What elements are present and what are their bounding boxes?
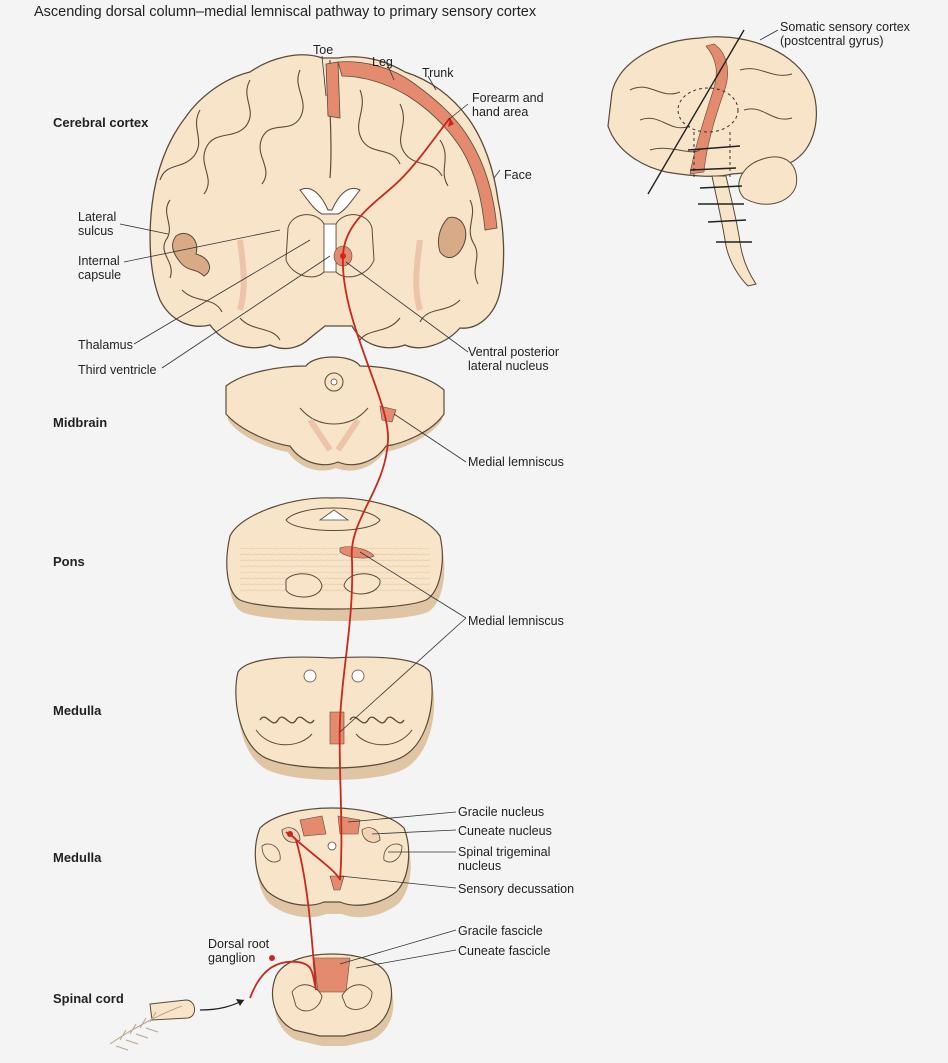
- label-internal-capsule: Internal capsule: [78, 254, 122, 282]
- second-order-fiber: [289, 255, 389, 881]
- label-cuneate-nucleus: Cuneate nucleus: [458, 824, 552, 838]
- label-cuneate-fascicle: Cuneate fascicle: [458, 944, 551, 958]
- label-spinal-trigeminal: Spinal trigeminal nucleus: [458, 845, 551, 873]
- label-gracile-nucleus: Gracile nucleus: [458, 805, 545, 819]
- left-gyri: [159, 69, 304, 341]
- lower-medulla-section: [254, 807, 411, 918]
- internal-capsule-right: [413, 239, 423, 311]
- primary-afferent-fiber: [249, 960, 317, 999]
- left-thalamus: [285, 214, 325, 278]
- label-somatic-sensory-cortex: Somatic sensory cortex (postcentral gyru…: [780, 20, 910, 48]
- label-forearm-hand: Forearm and hand area: [472, 91, 544, 119]
- spinal-cord-section: [272, 953, 394, 1046]
- level-medulla-lower: Medulla: [53, 850, 102, 865]
- insula-right: [437, 216, 467, 259]
- cerebrum-outline: [149, 54, 505, 350]
- label-third-ventricle: Third ventricle: [78, 363, 157, 377]
- toe-highlight: [325, 61, 341, 119]
- medulla-medial-lemniscus: [329, 711, 345, 745]
- insula-left: [172, 232, 211, 277]
- level-spinal-cord: Spinal cord: [53, 991, 124, 1006]
- midbrain-section: [225, 356, 445, 471]
- sensory-cortex-strip: [337, 61, 498, 231]
- diagram-title: Ascending dorsal column–medial lemniscal…: [34, 4, 537, 20]
- third-ventricle: [323, 223, 337, 273]
- level-midbrain: Midbrain: [53, 415, 108, 430]
- leader-lines: [119, 29, 779, 969]
- level-cerebral-cortex: Cerebral cortex: [53, 115, 149, 130]
- lateral-ventricles: [299, 188, 361, 215]
- label-face: Face: [504, 168, 532, 182]
- label-vpl-nucleus: Ventral posterior lateral nucleus: [468, 345, 560, 373]
- internal-capsule-left: [237, 239, 247, 311]
- label-trunk: Trunk: [422, 66, 454, 80]
- finger-and-feather: [109, 999, 245, 1051]
- section-plane-line: [647, 29, 745, 195]
- ascending-pathway: [249, 117, 454, 999]
- level-medulla-upper: Medulla: [53, 703, 102, 718]
- label-gracile-fascicle: Gracile fascicle: [458, 924, 543, 938]
- label-dorsal-root-ganglion: Dorsal root ganglion: [208, 937, 270, 965]
- upper-medulla-section: [235, 656, 435, 780]
- pons-section: [226, 497, 445, 621]
- label-medial-lemniscus-2: Medial lemniscus: [468, 614, 564, 628]
- label-toe: Toe: [313, 43, 334, 57]
- right-gyri: [358, 89, 479, 341]
- label-lateral-sulcus: Lateral sulcus: [78, 210, 117, 238]
- level-pons: Pons: [53, 554, 85, 569]
- label-medial-lemniscus-1: Medial lemniscus: [468, 455, 564, 469]
- thalamocortical-fiber: [342, 117, 451, 257]
- label-thalamus: Thalamus: [78, 338, 133, 352]
- label-leg: Leg: [372, 55, 393, 69]
- label-sensory-decussation: Sensory decussation: [458, 882, 575, 896]
- lateral-brain-view: [607, 29, 818, 287]
- coronal-brain-section: [149, 54, 505, 350]
- drg-cell-body: [269, 955, 275, 961]
